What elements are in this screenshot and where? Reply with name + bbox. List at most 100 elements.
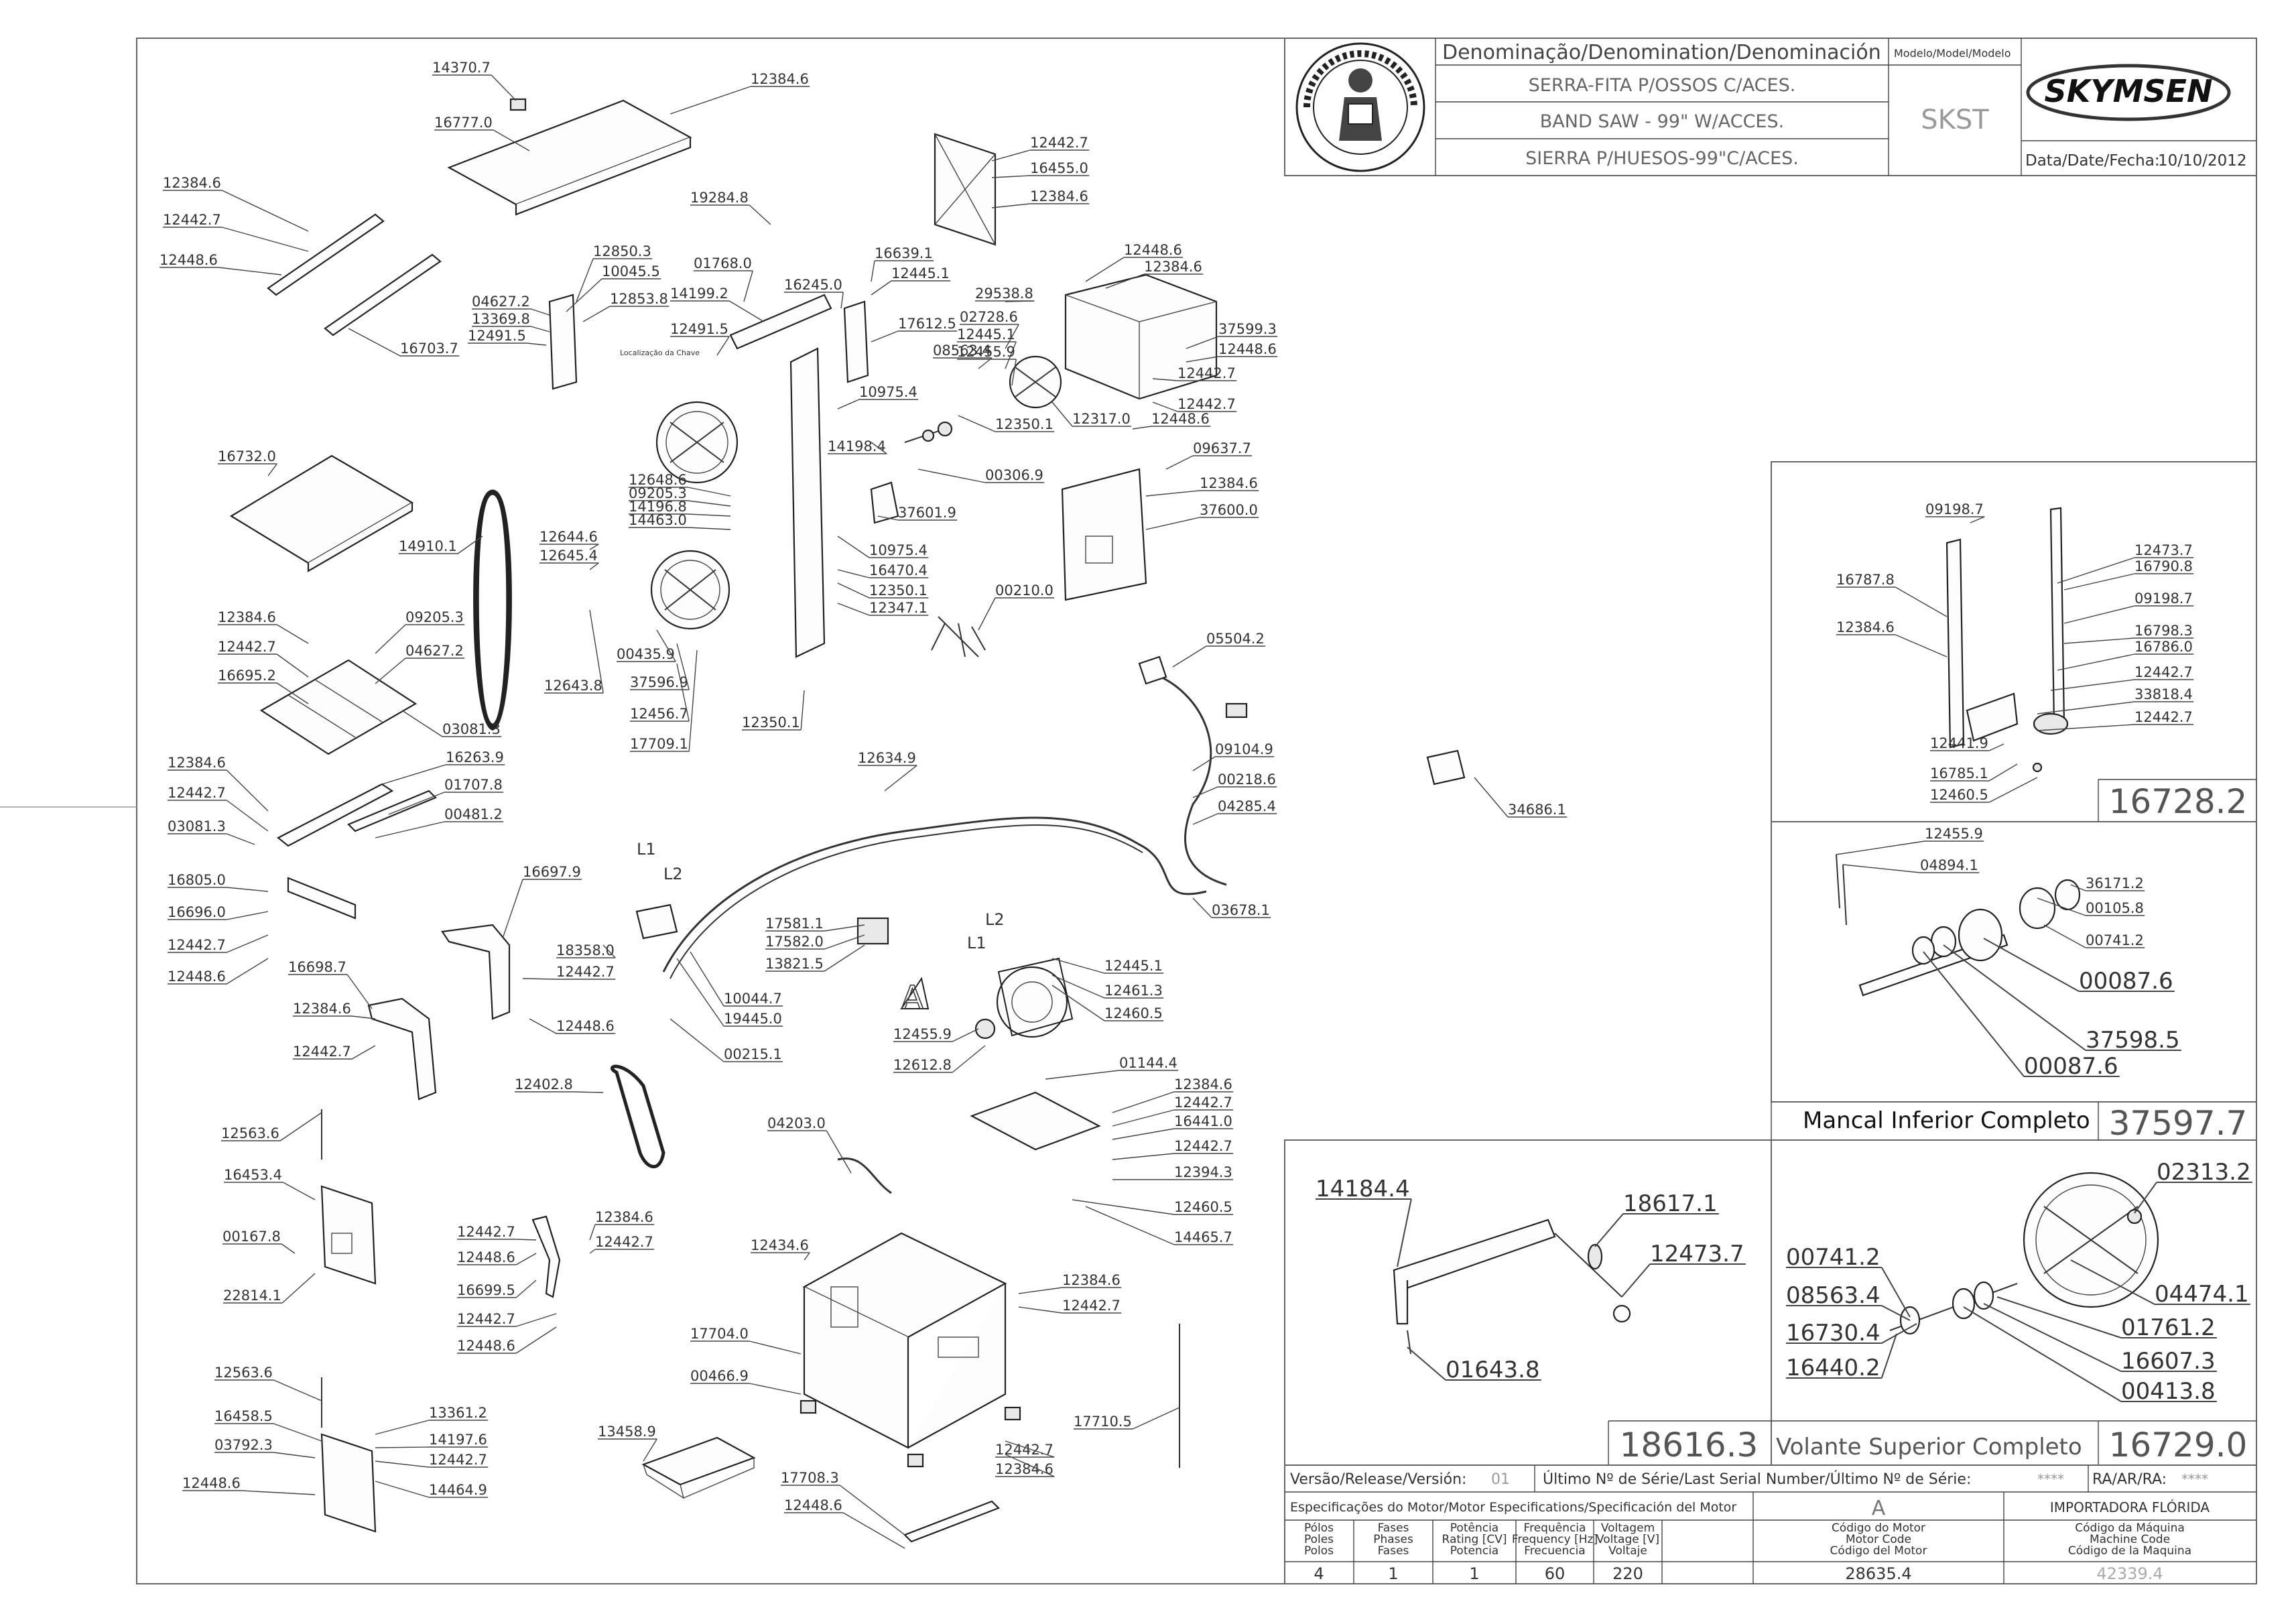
- callout-leader: [375, 1446, 430, 1448]
- part-number-label: 13369.8: [472, 311, 530, 327]
- part-number-label: 12442.7: [2134, 709, 2193, 725]
- part-number-label: 02728.6: [960, 309, 1018, 325]
- band-blade: [473, 489, 512, 731]
- callout-leader: [281, 1243, 296, 1254]
- callout-leader: [690, 951, 724, 1007]
- callout-leader: [958, 415, 996, 432]
- guide-frame: [259, 659, 418, 755]
- part-number-label: 12384.6: [218, 609, 276, 625]
- svg-text:Poles: Poles: [1304, 1533, 1334, 1546]
- knob-block: [509, 98, 527, 111]
- part-number-label: 16730.4: [1786, 1320, 1880, 1347]
- callout-leader: [1895, 634, 1948, 658]
- part-number-label: 12445.1: [957, 326, 1015, 342]
- part-number-label: 10045.5: [602, 263, 660, 279]
- callout-leader: [1112, 1128, 1175, 1140]
- rod-assembly-drawing: [1946, 507, 2069, 773]
- callout-leader: [1051, 985, 1105, 1021]
- callout-leader: [267, 463, 277, 477]
- callout-leader: [352, 1015, 376, 1019]
- callout-leader: [375, 658, 406, 684]
- callout-leader: [749, 1340, 802, 1355]
- wire-label-l1-motor: L1: [967, 934, 986, 952]
- part-number-label: 12384.6: [1200, 475, 1258, 491]
- callout-leader: [839, 1485, 905, 1536]
- product-name-en: BAND SAW - 99" W/ACCES.: [1540, 111, 1784, 132]
- part-number-label: 12347.1: [869, 600, 928, 616]
- part-number-label: 12384.6: [751, 71, 809, 87]
- part-number-label: 14464.9: [429, 1482, 487, 1498]
- part-number-label: 12402.8: [515, 1076, 573, 1092]
- part-number-label: 29538.8: [975, 286, 1033, 302]
- callout-leader: [527, 342, 547, 346]
- callout-leader: [226, 833, 255, 845]
- upper-wheel-code: 16729.0: [2109, 1426, 2248, 1464]
- callout-leader: [2134, 1182, 2157, 1214]
- denomination-header: Denominação/Denomination/Denominación: [1442, 41, 1881, 64]
- guide-assembly-drawing: [1393, 1219, 1631, 1355]
- part-number-label: 12448.6: [160, 252, 218, 268]
- callout-leader: [1836, 840, 1925, 855]
- callout-leader: [582, 306, 611, 322]
- part-number-label: 09637.7: [1193, 440, 1251, 456]
- callout-leader: [688, 513, 731, 517]
- part-number-label: 37598.5: [2086, 1027, 2180, 1054]
- bottom-bar: [903, 1500, 1000, 1543]
- svg-text:Código da Máquina: Código da Máquina: [2075, 1521, 2185, 1535]
- callout-leader: [2057, 557, 2135, 584]
- part-number-label: 12460.5: [1930, 787, 1988, 803]
- part-number-label: 17704.0: [690, 1326, 749, 1342]
- callout-leader: [824, 924, 865, 932]
- part-number-label: 03081.3: [442, 721, 501, 737]
- main-column: [789, 347, 826, 658]
- part-number-label: 01768.0: [694, 255, 752, 271]
- callout-leader: [1051, 401, 1073, 427]
- part-number-label: 12442.7: [2134, 664, 2193, 680]
- part-number-label: 16786.0: [2134, 639, 2193, 655]
- callout-leader: [749, 1383, 802, 1395]
- part-number-label: 12448.6: [1151, 411, 1210, 427]
- part-number-label: 12445.1: [1104, 958, 1163, 974]
- part-number-label: 00466.9: [690, 1368, 749, 1384]
- callout-leader: [1011, 359, 1017, 386]
- part-number-label: 13458.9: [598, 1424, 656, 1440]
- version-value: 01: [1491, 1471, 1510, 1488]
- callout-leader: [1072, 1199, 1175, 1215]
- part-number-label: 12634.9: [858, 750, 916, 766]
- motor-column-motor-code: Código do Motor Motor Code Código del Mo…: [1830, 1521, 1927, 1583]
- callout-leader: [871, 280, 892, 296]
- part-number-label: 12384.6: [1144, 259, 1202, 275]
- callout-leader: [1186, 356, 1219, 363]
- part-number-label: 16777.0: [434, 115, 493, 131]
- motor-drawing: [974, 957, 1074, 1040]
- callout-leader: [824, 934, 865, 950]
- callout-leader: [1172, 645, 1207, 668]
- part-number-label: 12442.7: [457, 1224, 515, 1240]
- part-number-label: 04627.2: [472, 294, 530, 310]
- svg-text:Voltage [V]: Voltage [V]: [1596, 1533, 1659, 1546]
- part-number-label: 12448.6: [457, 1338, 515, 1354]
- part-number-label: 12384.6: [168, 755, 226, 771]
- callout-leader: [1621, 1263, 1651, 1298]
- part-number-label: 01643.8: [1446, 1357, 1540, 1383]
- callout-leader: [515, 1253, 537, 1265]
- callout-leader: [227, 887, 269, 892]
- serial-label: Último Nº de Série/Last Serial Number/Úl…: [1543, 1471, 1971, 1488]
- callout-leader: [1145, 490, 1200, 497]
- date-value: 10/10/2012: [2158, 152, 2247, 170]
- part-number-label: 12442.7: [293, 1044, 351, 1060]
- part-number-label: 00741.2: [1786, 1244, 1880, 1271]
- part-number-label: 10044.7: [724, 991, 782, 1007]
- callout-leader: [602, 944, 616, 958]
- part-number-label: 10975.4: [869, 542, 928, 558]
- part-number-label: 16453.4: [224, 1167, 282, 1183]
- callout-leader: [837, 399, 860, 410]
- svg-text:Potência: Potência: [1450, 1521, 1498, 1535]
- svg-text:Fases: Fases: [1378, 1521, 1409, 1535]
- callout-leader: [1005, 300, 1035, 302]
- callout-leader: [688, 487, 731, 497]
- part-number-label: 12455.9: [893, 1026, 952, 1042]
- part-number-label: 16790.8: [2134, 558, 2193, 574]
- part-number-label: 04474.1: [2155, 1281, 2249, 1308]
- callout-leader: [457, 536, 483, 554]
